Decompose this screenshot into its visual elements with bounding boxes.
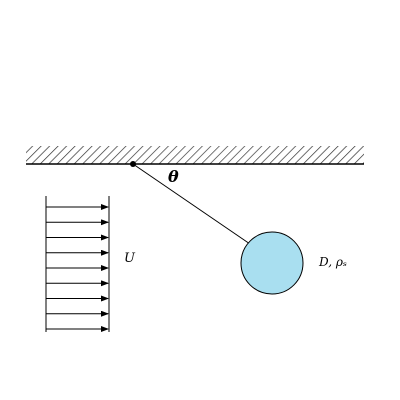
sphere	[240, 231, 304, 295]
angle-label: θ	[168, 167, 179, 186]
wall-hatching	[26, 146, 364, 164]
velocity-arrows	[46, 204, 109, 332]
tether-line	[132, 163, 251, 245]
velocity-label: U	[124, 251, 136, 266]
sphere-label: D, ρₛ	[318, 255, 347, 269]
ceiling-wall	[26, 146, 364, 165]
velocity-profile	[45, 196, 110, 332]
